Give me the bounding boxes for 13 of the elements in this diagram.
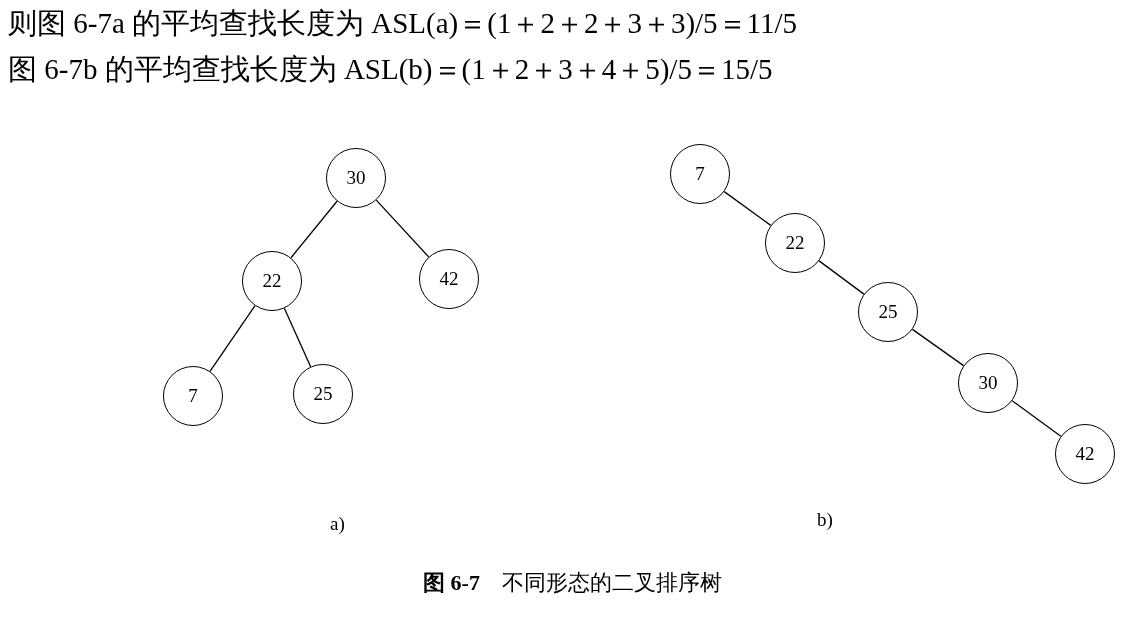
subfigure-label: a) xyxy=(330,512,345,536)
tree-edge xyxy=(911,328,965,367)
formula-text: 图 6-7b 的平均查找长度为 ASL(b)＝(1＋2＋3＋4＋5)/5＝15/5 xyxy=(8,52,773,87)
tree-edge xyxy=(283,307,312,368)
tree-edge xyxy=(818,260,865,295)
tree-edge xyxy=(375,199,430,258)
figure-caption: 图 6-7 不同形态的二叉排序树 xyxy=(422,569,723,597)
tree-edge xyxy=(1011,400,1062,437)
formula-text: 则图 6-7a 的平均查找长度为 ASL(a)＝(1＋2＋2＋3＋3)/5＝11/5 xyxy=(8,6,798,41)
tree-edge xyxy=(723,191,772,226)
tree-edge xyxy=(290,200,338,259)
subfigure-label: b) xyxy=(817,508,833,532)
tree-edge xyxy=(209,305,256,372)
